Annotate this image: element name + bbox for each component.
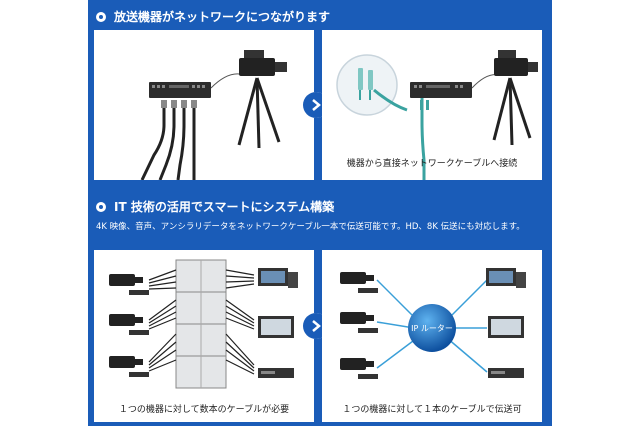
section2-description: 4K 映像、音声、アンシラリデータをネットワークケーブル一本で伝送可能です。HD…: [96, 222, 525, 232]
tripod-icon: [237, 77, 281, 149]
direct-fiber-illustration: [336, 50, 538, 180]
patch-rack-icon: [175, 259, 227, 389]
section1-right-caption: 機器から直接ネットワークケーブルへ接続: [346, 159, 518, 169]
ip-routing-illustration: IP ルーター: [340, 268, 526, 379]
broadcast-device-icon: [410, 82, 472, 98]
camera-icon: [109, 274, 143, 368]
section1-left-panel: [94, 30, 314, 181]
router-label: IP ルーター: [411, 324, 453, 333]
broadcast-device-icon: [358, 288, 378, 379]
monitor-icon: [488, 316, 524, 338]
tripod-icon: [492, 77, 532, 146]
computer-icon: [258, 268, 298, 288]
section2-title: IT 技術の活用でスマートにシステム構築: [114, 200, 335, 214]
section2-right-caption: １つの機器に対して１本のケーブルで伝送可: [342, 405, 522, 415]
section2-left-caption: １つの機器に対して数本のケーブルが必要: [118, 405, 290, 415]
section1-title: 放送機器がネットワークにつながります: [114, 10, 331, 24]
cable-icon: [148, 269, 255, 375]
legacy-routing-illustration: [109, 259, 298, 389]
monitor-icon: [258, 316, 294, 338]
camera-icon: [340, 272, 374, 370]
computer-icon: [486, 268, 526, 288]
router-icon: IP ルーター: [408, 304, 456, 352]
fiber-connector-icon: [336, 54, 398, 116]
section1-heading: 放送機器がネットワークにつながります: [96, 8, 330, 25]
broadcast-cabling-illustration: [140, 50, 287, 181]
cable-icon: [140, 100, 196, 181]
cable-icon: [376, 279, 488, 373]
circle-bullet-icon: [96, 201, 106, 212]
broadcast-device-icon: [129, 290, 149, 377]
section1-right-panel: 機器から直接ネットワークケーブルへ接続: [322, 30, 542, 180]
section2-right-panel: IP ルーター １つの機器に対して１本のケーブルで伝送可: [322, 250, 542, 422]
recorder-icon: [488, 368, 524, 378]
camera-icon: [239, 50, 287, 76]
section2-heading: IT 技術の活用でスマートにシステム構築: [96, 198, 334, 215]
circle-bullet-icon: [96, 11, 106, 22]
fiber-cable: [373, 88, 426, 180]
section2-left-panel: １つの機器に対して数本のケーブルが必要: [94, 250, 314, 422]
broadcast-device-icon: [149, 82, 211, 98]
recorder-icon: [258, 368, 294, 378]
camera-icon: [494, 50, 538, 76]
